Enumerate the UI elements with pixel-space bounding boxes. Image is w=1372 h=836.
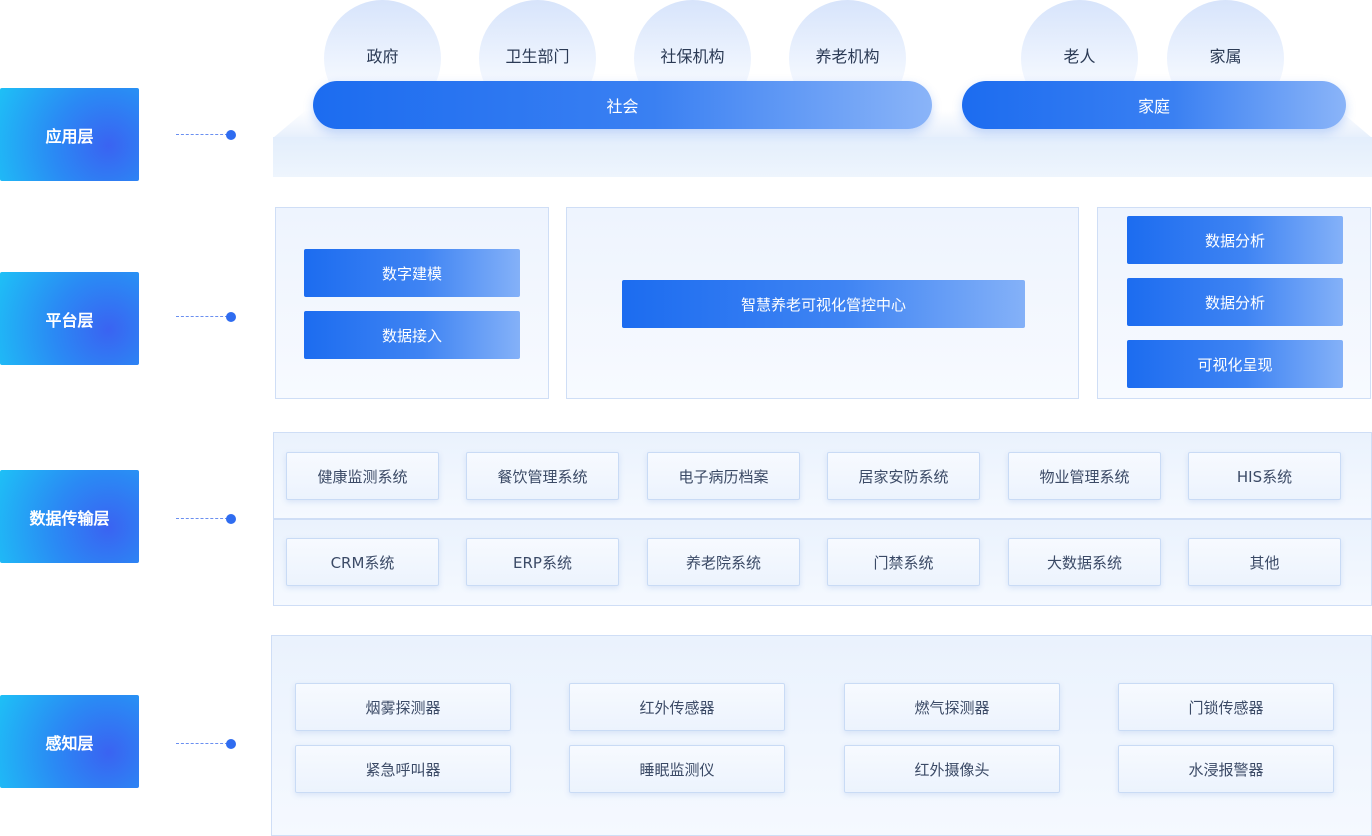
connector-application xyxy=(176,130,236,140)
data-analysis-box-2: 数据分析 xyxy=(1127,278,1343,326)
door-lock-sensor: 门锁传感器 xyxy=(1118,683,1334,731)
emergency-caller: 紧急呼叫器 xyxy=(295,745,511,793)
transmission-panel-row2: CRM系统 ERP系统 养老院系统 门禁系统 大数据系统 其他 xyxy=(273,519,1372,606)
application-platform-base xyxy=(273,137,1372,177)
platform-panel-left: 数字建模 数据接入 xyxy=(275,207,549,399)
access-control-system: 门禁系统 xyxy=(827,538,980,586)
digital-modeling-box: 数字建模 xyxy=(304,249,520,297)
home-security-system: 居家安防系统 xyxy=(827,452,980,500)
transmission-panel-row1: 健康监测系统 餐饮管理系统 电子病历档案 居家安防系统 物业管理系统 HIS系统 xyxy=(273,432,1372,519)
sleep-monitor: 睡眠监测仪 xyxy=(569,745,785,793)
layer-label-transmission: 数据传输层 xyxy=(0,470,139,563)
layer-label-perception: 感知层 xyxy=(0,695,139,788)
infrared-sensor: 红外传感器 xyxy=(569,683,785,731)
control-center-box: 智慧养老可视化管控中心 xyxy=(622,280,1025,328)
society-bar: 社会 xyxy=(313,81,932,129)
connector-dot xyxy=(226,130,236,140)
connector-dot xyxy=(226,514,236,524)
data-analysis-box-1: 数据分析 xyxy=(1127,216,1343,264)
connector-transmission xyxy=(176,514,236,524)
water-leak-alarm: 水浸报警器 xyxy=(1118,745,1334,793)
connector-perception xyxy=(176,739,236,749)
catering-management-system: 餐饮管理系统 xyxy=(466,452,619,500)
smoke-detector: 烟雾探测器 xyxy=(295,683,511,731)
layer-label-platform: 平台层 xyxy=(0,272,139,365)
crm-system: CRM系统 xyxy=(286,538,439,586)
electronic-medical-record: 电子病历档案 xyxy=(647,452,800,500)
data-access-box: 数据接入 xyxy=(304,311,520,359)
his-system: HIS系统 xyxy=(1188,452,1341,500)
gas-detector: 燃气探测器 xyxy=(844,683,1060,731)
erp-system: ERP系统 xyxy=(466,538,619,586)
layer-label-application: 应用层 xyxy=(0,88,139,181)
connector-dot xyxy=(226,312,236,322)
infrared-camera: 红外摄像头 xyxy=(844,745,1060,793)
platform-panel-right: 数据分析 数据分析 可视化呈现 xyxy=(1097,207,1371,399)
nursing-home-system: 养老院系统 xyxy=(647,538,800,586)
family-bar: 家庭 xyxy=(962,81,1346,129)
connector-dot xyxy=(226,739,236,749)
other-system: 其他 xyxy=(1188,538,1341,586)
big-data-system: 大数据系统 xyxy=(1008,538,1161,586)
health-monitoring-system: 健康监测系统 xyxy=(286,452,439,500)
platform-panel-center: 智慧养老可视化管控中心 xyxy=(566,207,1079,399)
perception-panel: 烟雾探测器 红外传感器 燃气探测器 门锁传感器 紧急呼叫器 睡眠监测仪 红外摄像… xyxy=(271,635,1372,836)
connector-platform xyxy=(176,312,236,322)
visualization-box: 可视化呈现 xyxy=(1127,340,1343,388)
property-management-system: 物业管理系统 xyxy=(1008,452,1161,500)
